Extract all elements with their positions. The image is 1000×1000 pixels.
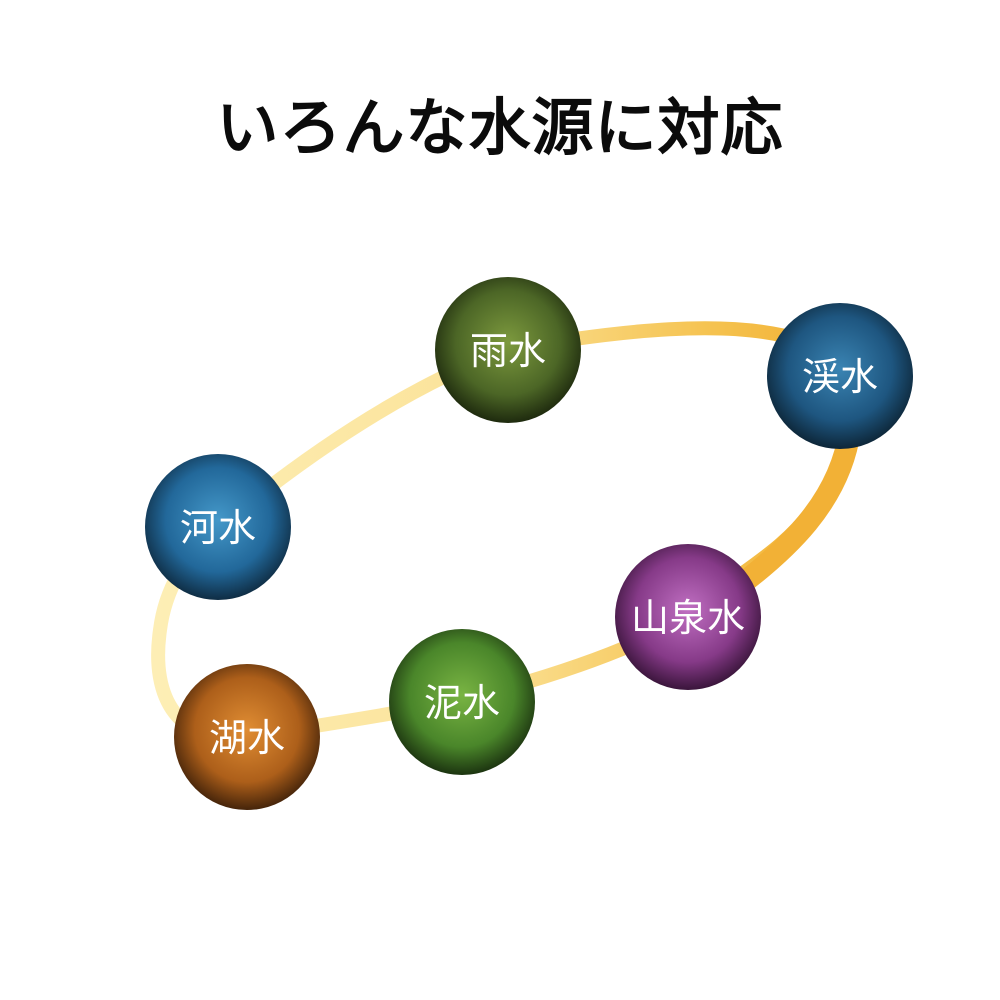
node-circle (145, 454, 291, 600)
node-label: 湖水 (209, 716, 285, 760)
node-river-water: 河水 (145, 454, 291, 600)
node-label: 山泉水 (631, 596, 745, 640)
node-label: 渓水 (802, 355, 878, 399)
node-circle (435, 277, 581, 423)
page-title: いろんな水源に対応 (216, 91, 784, 164)
node-circle (767, 303, 913, 449)
node-lake-water: 湖水 (174, 664, 320, 810)
node-spring-water: 山泉水 (615, 544, 761, 690)
node-label: 雨水 (470, 329, 546, 373)
node-circle (615, 544, 761, 690)
node-circle (174, 664, 320, 810)
node-circle (389, 629, 535, 775)
node-stream-water: 渓水 (767, 303, 913, 449)
node-mud-water: 泥水 (389, 629, 535, 775)
node-label: 河水 (180, 506, 256, 550)
node-label: 泥水 (424, 681, 500, 725)
node-rain-water: 雨水 (435, 277, 581, 423)
